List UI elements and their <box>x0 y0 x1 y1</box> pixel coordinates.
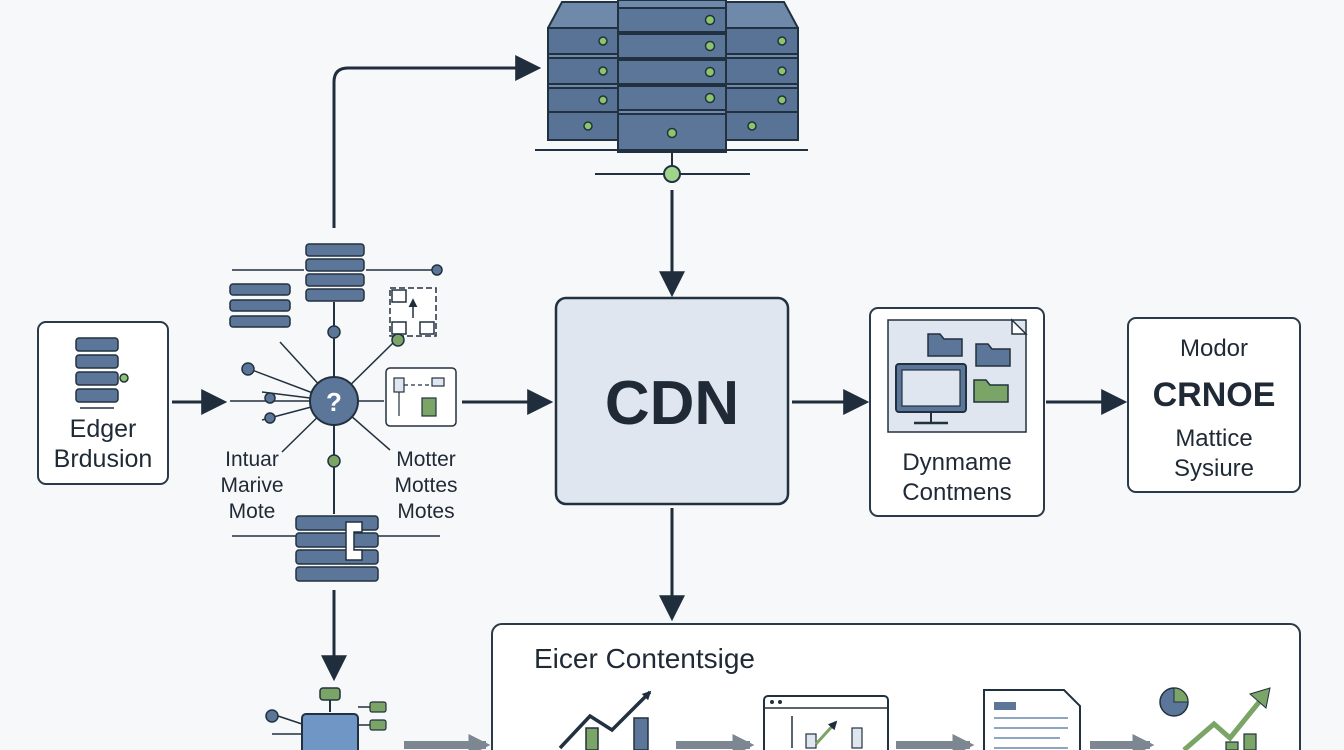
cdn-label: CDN <box>605 369 739 438</box>
edge-box-label-1: Edger <box>70 415 137 443</box>
hub-right-label-3: Motes <box>397 500 454 523</box>
dashboard-icon <box>763 695 889 750</box>
modor-label-2: CRNOE <box>1153 376 1276 414</box>
edge-box: Edger Brdusion <box>37 321 169 485</box>
dynamic-content-box: Dynmame Contmens <box>869 307 1045 517</box>
hub-right-label-1: Motter <box>396 448 456 471</box>
modor-label-3: Mattice <box>1175 425 1252 452</box>
document-icon <box>983 689 1081 750</box>
robot-icon <box>265 687 387 750</box>
edge-box-label-2: Brdusion <box>54 445 153 473</box>
network-hub-icon: ? <box>229 243 457 582</box>
folder-icon <box>927 333 1011 403</box>
hub-left-label-1: Intuar <box>225 448 279 471</box>
monitor-icon <box>895 363 967 425</box>
cdn-node: CDN <box>554 296 790 506</box>
modor-label-4: Sysiure <box>1174 455 1254 482</box>
hub-left-label-2: Marive <box>220 474 283 497</box>
hub-center-symbol: ? <box>326 387 342 417</box>
modor-label-1: Modor <box>1180 335 1248 362</box>
dynamic-label-1: Dynmame <box>902 449 1011 476</box>
server-stack-icon <box>75 337 129 409</box>
arrow-hub-to-server <box>332 55 542 228</box>
modor-box: Modor CRNOE Mattice Sysiure <box>1127 317 1301 493</box>
dynamic-label-2: Contmens <box>902 479 1011 506</box>
trend-up-icon <box>1159 687 1271 750</box>
hub-right-label-2: Mottes <box>394 474 457 497</box>
growth-chart-icon <box>558 690 652 750</box>
bottom-panel-title: Eicer Contentsige <box>534 643 755 674</box>
bottom-panel: Eicer Contentsige <box>491 623 1301 750</box>
hub-left-label-3: Mote <box>229 500 276 523</box>
server-rack-icon <box>535 0 808 183</box>
